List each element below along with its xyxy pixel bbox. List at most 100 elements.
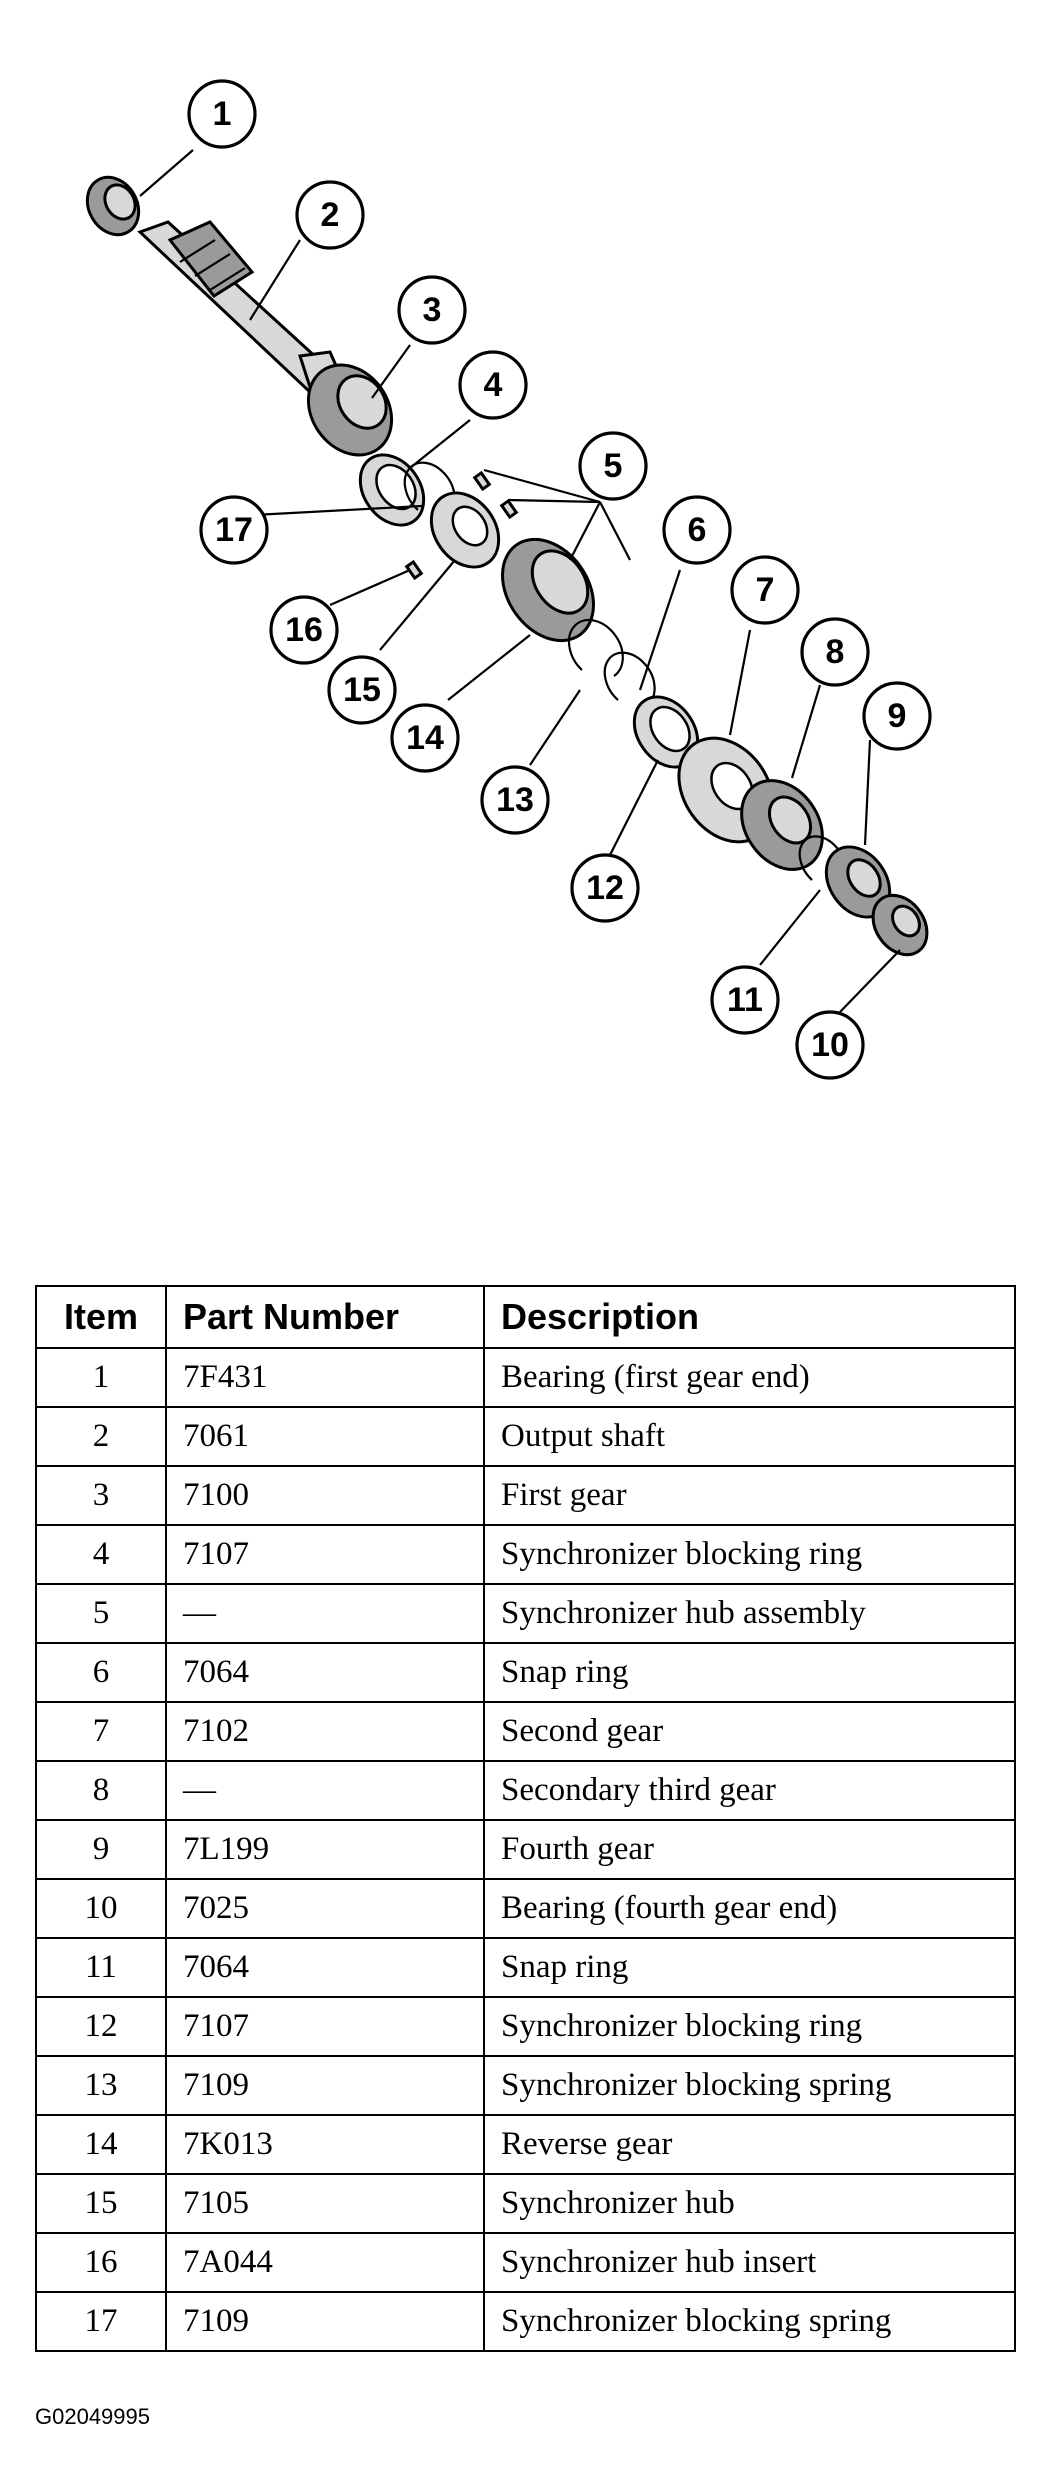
leader-lines <box>139 149 901 1013</box>
callout-17: 17 <box>199 495 269 565</box>
cell-description: Synchronizer blocking ring <box>483 1996 1016 2057</box>
callout-7: 7 <box>730 555 800 625</box>
cell-description: Second gear <box>483 1701 1016 1762</box>
svg-text:14: 14 <box>406 719 444 757</box>
svg-text:13: 13 <box>496 781 534 819</box>
cell-part-number: — <box>165 1583 485 1644</box>
cell-part-number: 7107 <box>165 1524 485 1585</box>
callout-11: 11 <box>710 965 780 1035</box>
svg-text:2: 2 <box>321 196 340 234</box>
cell-part-number: 7100 <box>165 1465 485 1526</box>
cell-item: 14 <box>35 2114 167 2175</box>
cell-item: 3 <box>35 1465 167 1526</box>
svg-text:1: 1 <box>213 95 232 133</box>
cell-description: Snap ring <box>483 1642 1016 1703</box>
callout-8: 8 <box>800 617 870 687</box>
callout-3: 3 <box>397 275 467 345</box>
table-row: 5—Synchronizer hub assembly <box>35 1583 1016 1644</box>
bearing-first-gear-end <box>85 175 141 237</box>
bearing-fourth-gear-end <box>871 893 929 957</box>
callout-4: 4 <box>458 350 528 420</box>
callout-14: 14 <box>390 703 460 773</box>
cell-part-number: 7L199 <box>165 1819 485 1880</box>
cell-description: Synchronizer hub insert <box>483 2232 1016 2293</box>
cell-description: Bearing (fourth gear end) <box>483 1878 1016 1939</box>
svg-text:10: 10 <box>811 1026 849 1064</box>
cell-part-number: 7A044 <box>165 2232 485 2293</box>
synchronizer-hub <box>429 491 501 569</box>
cell-part-number: 7109 <box>165 2055 485 2116</box>
callout-5: 5 <box>578 431 648 501</box>
svg-text:12: 12 <box>586 869 624 907</box>
callout-6: 6 <box>662 495 732 565</box>
callout-16: 16 <box>269 595 339 665</box>
svg-text:4: 4 <box>484 366 503 404</box>
cell-item: 8 <box>35 1760 167 1821</box>
cell-item: 17 <box>35 2291 167 2352</box>
cell-description: Snap ring <box>483 1937 1016 1998</box>
secondary-third-gear <box>740 779 824 871</box>
cell-description: Secondary third gear <box>483 1760 1016 1821</box>
svg-text:15: 15 <box>343 671 381 709</box>
svg-text:5: 5 <box>604 447 623 485</box>
header-description: Description <box>483 1285 1016 1349</box>
svg-text:6: 6 <box>688 511 707 549</box>
header-part-number: Part Number <box>165 1285 485 1349</box>
svg-text:3: 3 <box>423 291 442 329</box>
cell-item: 6 <box>35 1642 167 1703</box>
svg-text:11: 11 <box>727 981 763 1019</box>
callout-1: 1 <box>187 79 257 149</box>
first-gear <box>306 363 394 457</box>
cell-part-number: 7F431 <box>165 1347 485 1408</box>
cell-item: 10 <box>35 1878 167 1939</box>
figure-id: G02049995 <box>35 2404 150 2429</box>
cell-item: 2 <box>35 1406 167 1467</box>
cell-part-number: 7061 <box>165 1406 485 1467</box>
cell-part-number: 7109 <box>165 2291 485 2352</box>
cell-description: Bearing (first gear end) <box>483 1347 1016 1408</box>
callout-10: 10 <box>795 1010 865 1080</box>
cell-item: 13 <box>35 2055 167 2116</box>
cell-description: Synchronizer blocking ring <box>483 1524 1016 1585</box>
cell-item: 16 <box>35 2232 167 2293</box>
cell-item: 15 <box>35 2173 167 2234</box>
cell-part-number: 7107 <box>165 1996 485 2057</box>
cell-description: Reverse gear <box>483 2114 1016 2175</box>
snap-ring-6 <box>603 651 656 705</box>
cell-part-number: — <box>165 1760 485 1821</box>
callout-12: 12 <box>570 853 640 923</box>
cell-description: Synchronizer hub <box>483 2173 1016 2234</box>
table-row: 8—Secondary third gear <box>35 1760 1016 1821</box>
callout-13: 13 <box>480 765 550 835</box>
svg-text:16: 16 <box>285 611 323 649</box>
cell-description: Synchronizer blocking spring <box>483 2291 1016 2352</box>
synchronizer-blocking-ring-12 <box>632 695 700 769</box>
cell-description: Output shaft <box>483 1406 1016 1467</box>
cell-description: Synchronizer blocking spring <box>483 2055 1016 2116</box>
cell-item: 12 <box>35 1996 167 2057</box>
header-item: Item <box>35 1285 167 1349</box>
svg-text:17: 17 <box>215 511 253 549</box>
cell-description: First gear <box>483 1465 1016 1526</box>
svg-text:7: 7 <box>756 571 775 609</box>
cell-item: 1 <box>35 1347 167 1408</box>
synchronizer-blocking-spring-13 <box>567 618 624 677</box>
callout-9: 9 <box>862 681 932 751</box>
cell-description: Synchronizer hub assembly <box>483 1583 1016 1644</box>
cell-description: Fourth gear <box>483 1819 1016 1880</box>
